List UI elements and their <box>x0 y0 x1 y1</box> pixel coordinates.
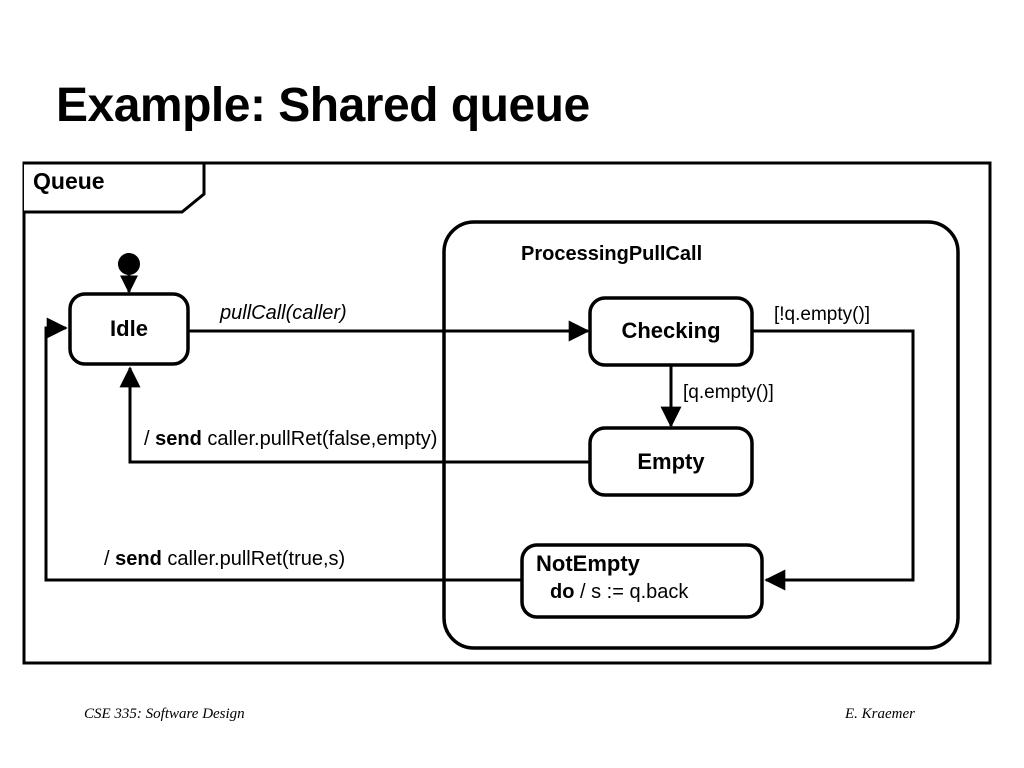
transition-label-send-true-s: / send caller.pullRet(true,s) <box>104 549 345 569</box>
footer-author-label: E. Kraemer <box>845 706 915 722</box>
frame-queue-label: Queue <box>33 168 105 194</box>
action-body-2: caller.pullRet(true,s) <box>161 548 346 570</box>
state-empty-box[interactable] <box>588 426 754 497</box>
state-notempty-label: NotEmpty <box>536 551 640 576</box>
composite-processing-pullcall-label: ProcessingPullCall <box>521 243 703 265</box>
checking-to-notempty-line <box>752 329 915 591</box>
transition-guard-not-q-empty: [!q.empty()] <box>774 304 871 325</box>
send-keyword-1: send <box>155 428 202 450</box>
page-title: Example: Shared queue <box>56 79 590 132</box>
empty-to-idle-line <box>119 366 590 464</box>
transition-guard-q-empty: [q.empty()] <box>683 382 774 403</box>
do-activity-body: / s := q.back <box>574 581 689 603</box>
transition-checking-to-notempty <box>752 329 915 591</box>
initial-pseudostate-icon <box>118 253 140 275</box>
state-notempty-label-group: NotEmpty do / s := q.back <box>536 551 688 603</box>
transition-label-send-false-empty: / send caller.pullRet(false,empty) <box>144 429 437 449</box>
do-keyword: do <box>550 581 575 603</box>
transition-label-pullcall: pullCall(caller) <box>220 302 347 324</box>
footer-course-label: CSE 335: Software Design <box>84 706 245 722</box>
transition-notempty-to-idle <box>44 317 522 582</box>
transition-empty-to-idle <box>119 366 590 464</box>
state-idle-label: Idle <box>110 316 148 341</box>
action-slash-2: / <box>104 548 116 570</box>
action-body-1: caller.pullRet(false,empty) <box>201 428 438 450</box>
state-empty-label: Empty <box>637 449 705 474</box>
transition-initial-to-idle <box>118 253 140 294</box>
state-idle-box[interactable] <box>68 292 190 366</box>
state-checking-box[interactable] <box>588 296 754 367</box>
action-slash-1: / <box>144 428 156 450</box>
notempty-to-idle-line <box>44 317 522 582</box>
send-keyword-2: send <box>115 548 162 570</box>
state-notempty-do-activity: do / s := q.back <box>550 582 688 602</box>
state-notempty-box[interactable] <box>520 543 764 619</box>
state-checking-label: Checking <box>621 318 721 343</box>
frame-queue-tab <box>24 161 206 214</box>
